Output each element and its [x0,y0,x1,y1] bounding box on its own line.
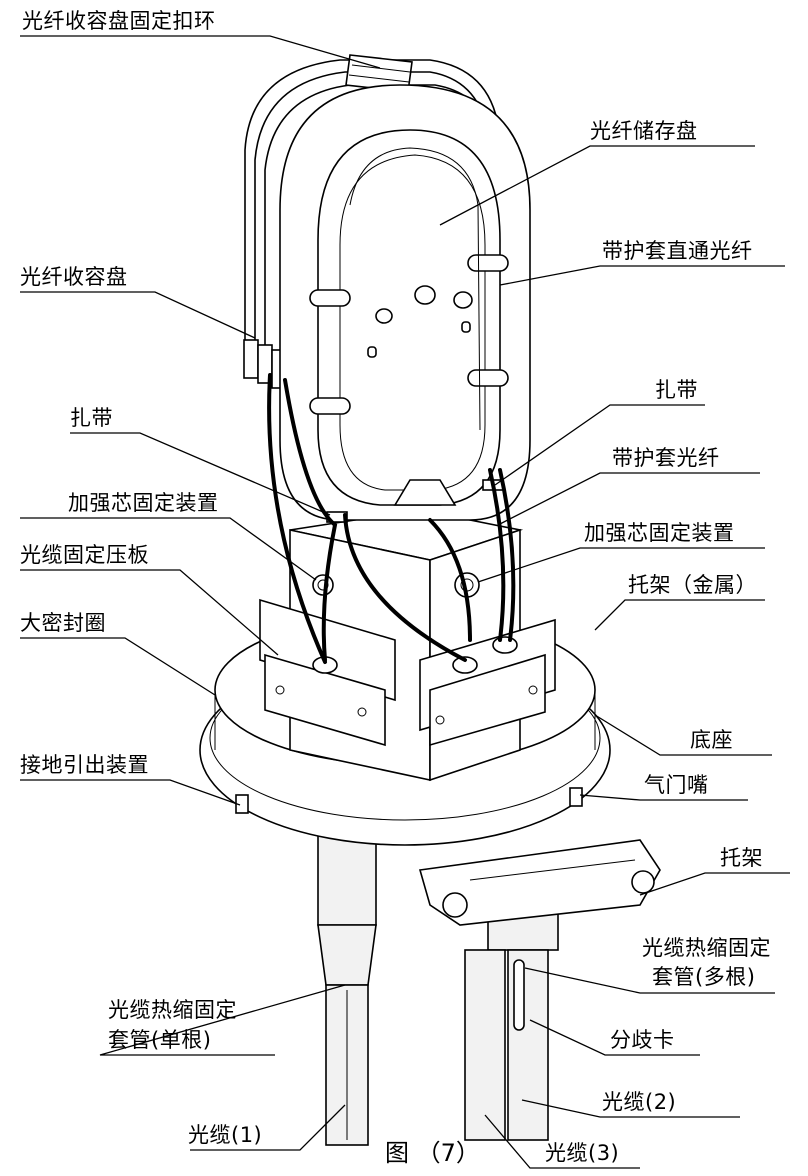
label-cable-2: 光缆(2) [602,1090,677,1114]
label-bracket: 托架 [720,846,763,870]
label-storage-tray: 光纤储存盘 [590,119,698,143]
fiber-bundles [267,147,516,664]
label-cable-clamp-plate: 光缆固定压板 [20,543,149,567]
label-strength-core-left: 加强芯固定装置 [68,491,219,515]
label-heat-shrink-single-2: 套管(单根) [108,1028,212,1052]
single-cable-tube [317,834,377,1146]
label-bracket-metal: 托架（金属） [628,573,757,597]
lower-bracket [418,839,661,926]
label-heat-shrink-single-1: 光缆热缩固定 [108,998,237,1022]
storage-tray [279,84,531,523]
label-base: 底座 [690,728,733,752]
label-sheathed-through-fiber: 带护套直通光纤 [602,239,753,263]
label-heat-shrink-multi-1: 光缆热缩固定 [642,936,771,960]
label-branch-clip: 分歧卡 [610,1028,675,1052]
label-cable-3: 光缆(3) [545,1141,620,1165]
label-valve: 气门嘴 [644,773,709,797]
label-ground-lead: 接地引出装置 [20,753,149,777]
label-tray-clip: 光纤收容盘固定扣环 [22,9,216,33]
label-strength-core-right: 加强芯固定装置 [584,521,735,545]
label-sheathed-fiber: 带护套光纤 [612,446,720,470]
clamp-plates [259,598,556,747]
label-large-seal-ring: 大密封圈 [20,611,106,635]
label-tie-left: 扎带 [70,406,113,430]
figure-caption: 图 （7） [385,1139,480,1167]
label-splice-tray: 光纤收容盘 [20,265,128,289]
leader-lines [20,35,790,1169]
label-tie-right: 扎带 [655,378,698,402]
label-heat-shrink-multi-2: 套管(多根) [652,965,756,989]
label-cable-1: 光缆(1) [188,1123,263,1147]
